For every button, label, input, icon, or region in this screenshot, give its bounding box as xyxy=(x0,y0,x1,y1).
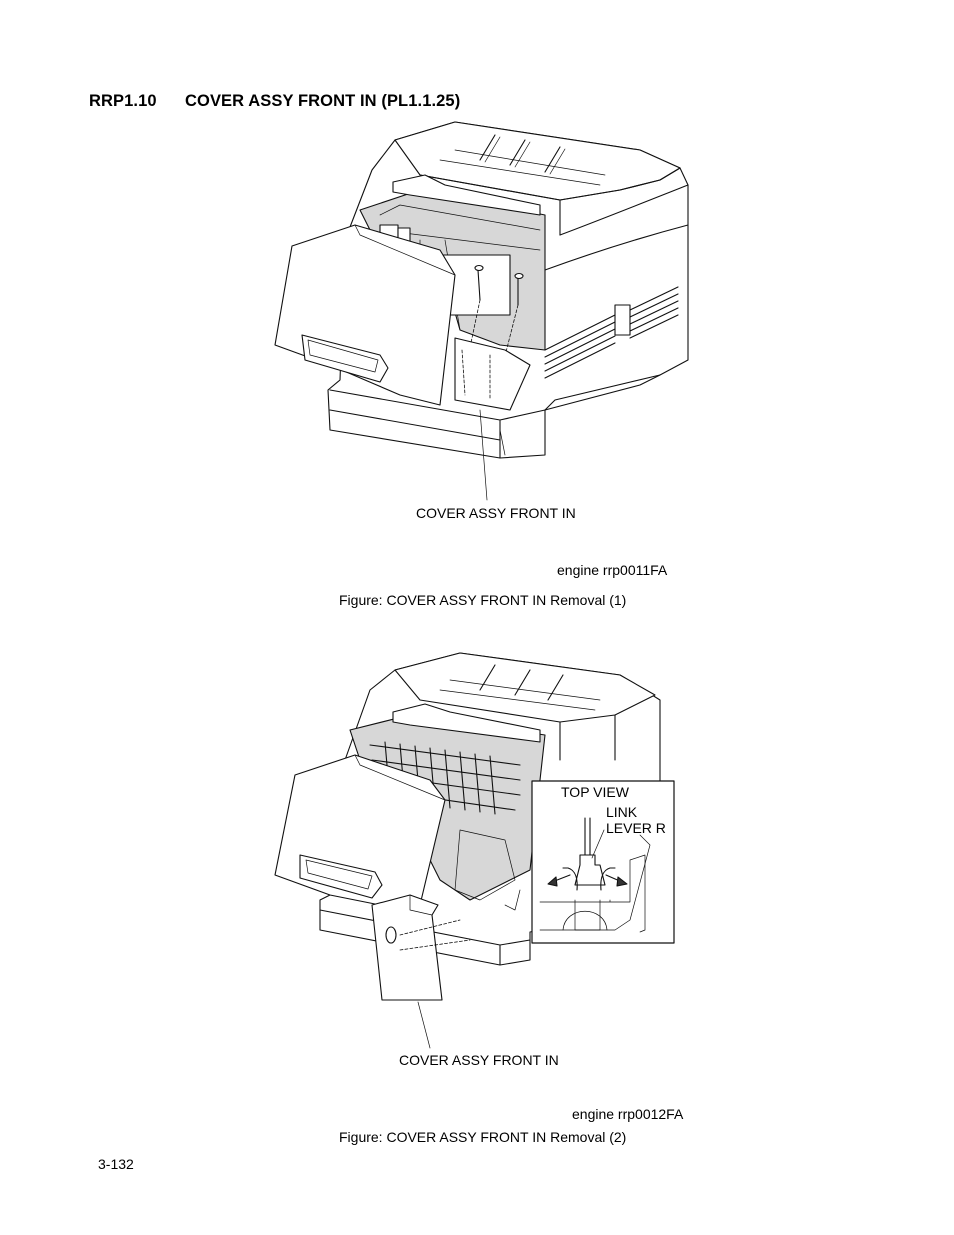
section-title: COVER ASSY FRONT IN (PL1.1.25) xyxy=(185,92,461,110)
figure-1-image-id: engine rrp0011FA xyxy=(557,562,668,578)
inset-title: TOP VIEW xyxy=(561,784,629,800)
cover-assy-front-in xyxy=(454,337,531,411)
figure-2-image-id: engine rrp0012FA xyxy=(572,1106,684,1122)
inset-label-link: LINK xyxy=(606,804,638,820)
figure-2-caption: Figure: COVER ASSY FRONT IN Removal (2) xyxy=(339,1129,627,1145)
inset-label-lever: LEVER R xyxy=(606,820,666,836)
page-number: 3-132 xyxy=(98,1156,134,1172)
screw-icon-1 xyxy=(474,264,484,301)
figure-1-caption: Figure: COVER ASSY FRONT IN Removal (1) xyxy=(339,592,627,608)
section-number: RRP1.10 xyxy=(89,92,157,110)
figure-1-illustration xyxy=(274,121,689,501)
figure-2-callout: COVER ASSY FRONT IN xyxy=(399,1052,559,1068)
figure-1-callout: COVER ASSY FRONT IN xyxy=(416,505,576,521)
screw-icon-2 xyxy=(514,272,524,306)
section-heading: RRP1.10 COVER ASSY FRONT IN (PL1.1.25) xyxy=(89,92,460,111)
front-cover-handle xyxy=(301,334,389,383)
cover-assy-front-in-2 xyxy=(371,894,443,1001)
side-vents xyxy=(544,286,679,379)
top-view-inset xyxy=(531,780,675,944)
